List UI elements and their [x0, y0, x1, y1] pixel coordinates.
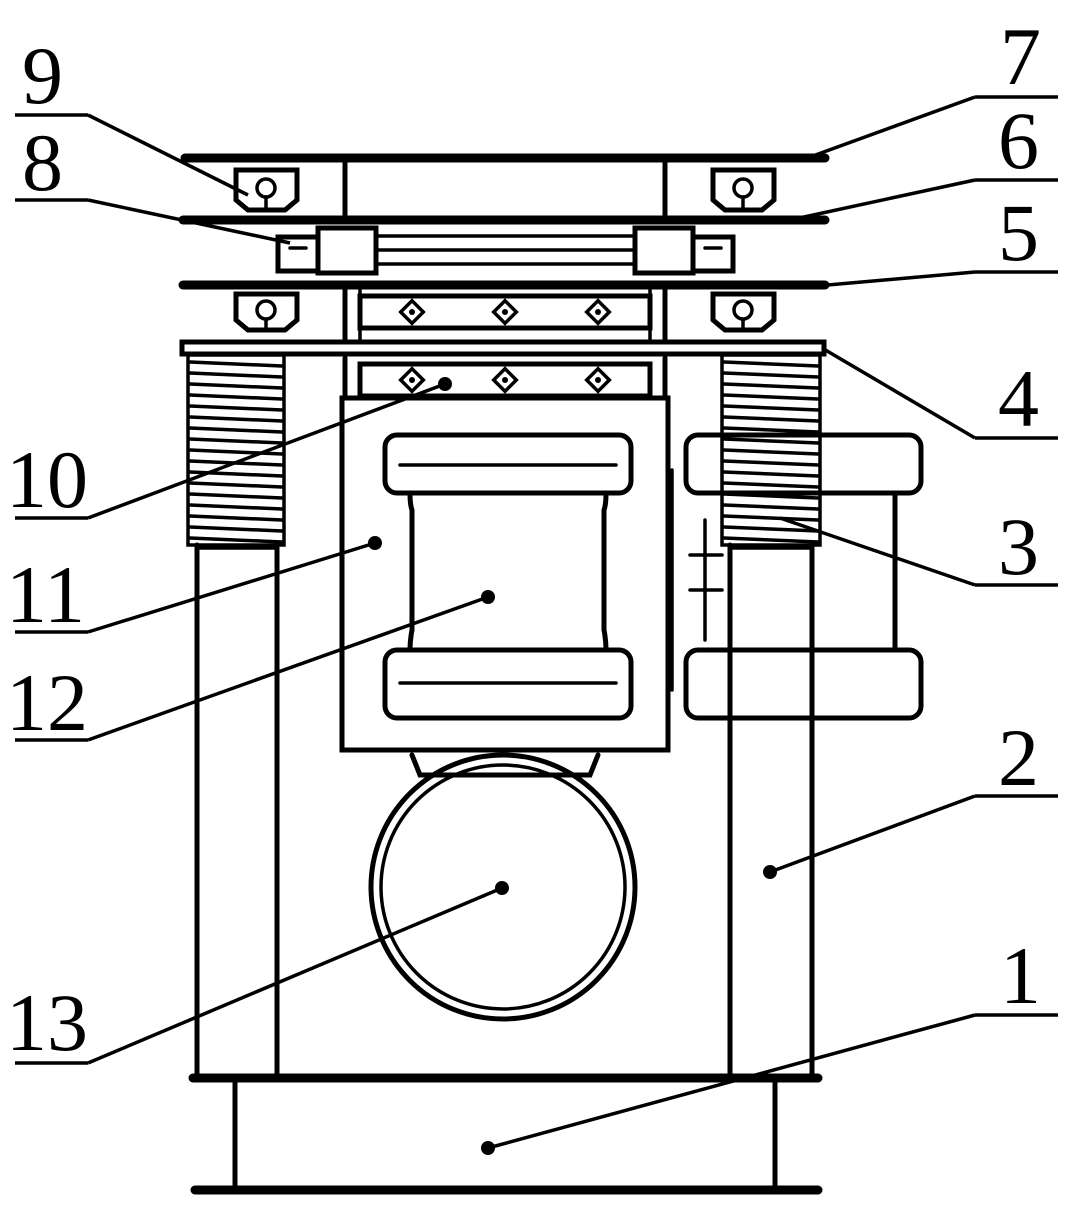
callout-lines: [15, 95, 1058, 1150]
spring-coil: [188, 415, 284, 423]
label-2: 2: [998, 712, 1039, 803]
label-6: 6: [998, 95, 1039, 186]
spring-coil: [188, 360, 284, 368]
bolt-center: [595, 377, 601, 383]
spring-coil: [722, 448, 820, 456]
label-5: 5: [998, 187, 1039, 278]
bolt: [584, 366, 612, 394]
spring-coil: [722, 503, 820, 511]
bolt: [584, 298, 612, 326]
housing-part-11: [339, 395, 671, 753]
bolt: [491, 366, 519, 394]
spring-coil: [722, 371, 820, 379]
slider-upper-right: [710, 167, 777, 213]
bolt-center: [409, 377, 415, 383]
bolt: [398, 298, 426, 326]
label-11: 11: [6, 549, 85, 640]
label-3: 3: [998, 501, 1039, 592]
plate-part-4: [179, 339, 827, 357]
spring-coil: [188, 371, 284, 379]
connector-part-10: [342, 293, 668, 401]
frame-part-2: [194, 542, 815, 1078]
spring-coil: [722, 360, 820, 368]
spring-right-part-3: [720, 353, 822, 547]
spring-coil: [722, 415, 820, 423]
label-10: 10: [6, 434, 88, 525]
spring-coil: [188, 437, 284, 445]
spring-coil: [188, 404, 284, 412]
spring-coil: [722, 459, 820, 467]
coil-part-12: [382, 432, 634, 721]
spring-coil: [188, 492, 284, 500]
bolt-center: [502, 309, 508, 315]
spring-coil: [188, 514, 284, 522]
spring-coil: [188, 525, 284, 533]
spring-coil: [722, 437, 820, 445]
spring-coil: [188, 536, 284, 544]
base-part-1: [188, 1073, 823, 1195]
bolt-center: [409, 309, 415, 315]
secondary-coil: [670, 432, 924, 721]
label-7: 7: [1000, 11, 1041, 102]
spring-coil: [188, 503, 284, 511]
label-13: 13: [6, 977, 88, 1068]
slider-lower-left: [233, 291, 300, 333]
bolt-center: [502, 377, 508, 383]
spring-coil: [188, 382, 284, 390]
slider-blocks-part-9: [233, 167, 777, 333]
spring-coil: [722, 382, 820, 390]
slider-upper-left: [233, 167, 300, 213]
spring-coil: [722, 514, 820, 522]
spring-coil: [188, 481, 284, 489]
spring-coil: [188, 426, 284, 434]
label-9: 9: [22, 30, 63, 121]
spring-coil: [722, 426, 820, 434]
spring-coil: [722, 525, 820, 533]
spring-coil: [722, 481, 820, 489]
bolt: [491, 298, 519, 326]
wheel-part-13: [368, 752, 638, 1022]
slider-lower-right: [710, 291, 777, 333]
spring-coil: [722, 404, 820, 412]
slide-rail-part-8: [275, 225, 736, 276]
spring-coil: [722, 393, 820, 401]
spring-coil: [188, 448, 284, 456]
label-1: 1: [1000, 930, 1041, 1021]
spring-coil: [722, 536, 820, 544]
spring-left-part-3: [186, 353, 286, 547]
spring-coil: [188, 393, 284, 401]
callout-dots: [368, 377, 777, 1155]
bolt-center: [595, 309, 601, 315]
spring-coil: [722, 470, 820, 478]
bolt: [398, 366, 426, 394]
label-4: 4: [998, 353, 1039, 444]
callout-labels: 1 2 3 4 5 6 7 8 9 10 11 12 13: [6, 11, 1041, 1068]
label-12: 12: [6, 657, 88, 748]
label-8: 8: [22, 117, 63, 208]
